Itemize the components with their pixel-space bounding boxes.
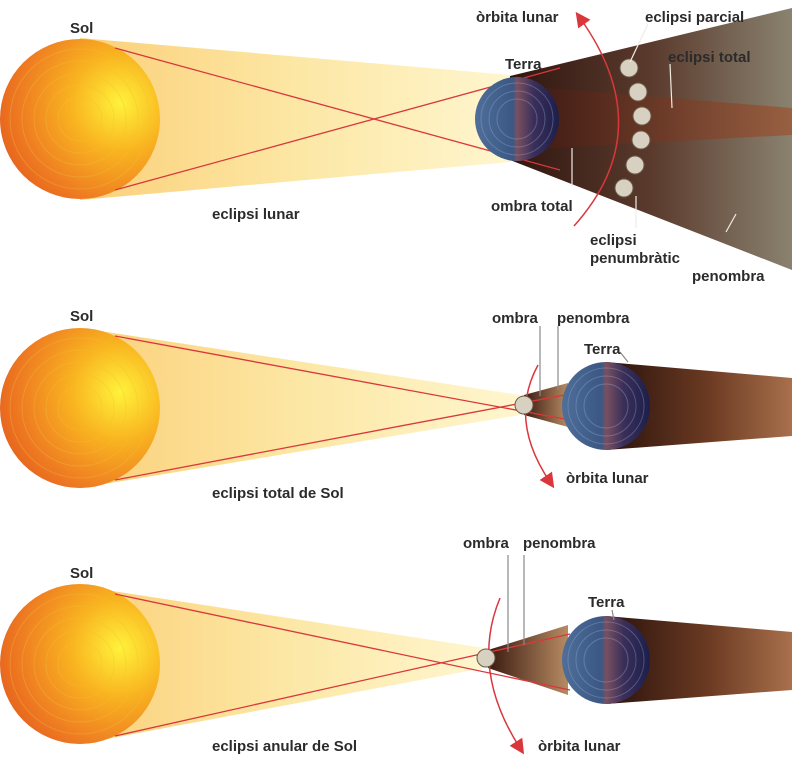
sun-label: Sol (70, 308, 93, 325)
penumbral-eclipse-label-2: penumbràtic (590, 250, 680, 267)
orbit-label: òrbita lunar (538, 738, 621, 755)
penumbra-label: penombra (523, 535, 596, 552)
moon (476, 648, 496, 668)
ray-lower (114, 393, 571, 481)
ray-upper (114, 593, 571, 691)
earth-texture (480, 82, 554, 156)
moon-shadow-cone (524, 383, 568, 427)
ray-lower (114, 67, 561, 191)
sun-label: Sol (70, 20, 93, 37)
sun-texture (9, 593, 151, 735)
leader-lines (539, 326, 629, 396)
earth-shadow (606, 616, 792, 704)
orbit-label: òrbita lunar (476, 9, 559, 26)
penumbral-eclipse-label-1: eclipsi (590, 232, 637, 249)
umbra-label: ombra (492, 310, 539, 327)
ray-upper (114, 335, 571, 421)
moon (619, 58, 639, 78)
umbra-label: ombra total (491, 198, 573, 215)
penumbra-label: penombra (692, 268, 765, 285)
panel-annular-solar-eclipse: Sol eclipsi anular de Sol ombra penombra… (0, 535, 792, 755)
moon-shadow-cone (488, 625, 568, 695)
umbra-label: ombra (463, 535, 510, 552)
lunar-orbit (573, 11, 620, 227)
leader-lines (571, 23, 737, 233)
sun-texture (9, 337, 151, 479)
light-beam (80, 328, 520, 488)
earth-texture (567, 621, 645, 699)
ray-upper (114, 47, 561, 171)
earth-label: Terra (505, 56, 542, 73)
moon (614, 178, 634, 198)
earth-label: Terra (584, 341, 621, 358)
earth-shadow (606, 362, 792, 450)
moon (625, 155, 645, 175)
moon (628, 82, 648, 102)
total-eclipse-label: eclipsi total (668, 49, 751, 66)
leader-lines (507, 555, 615, 652)
earth-texture (567, 367, 645, 445)
moon (631, 130, 651, 150)
ray-lower (114, 633, 571, 737)
partial-eclipse-label: eclipsi parcial (645, 9, 744, 26)
earth (562, 616, 650, 704)
panel-lunar-eclipse: Sol eclipsi lunar Terra òrbita lunar ecl… (0, 8, 792, 285)
penumbra-label: penombra (557, 310, 630, 327)
moon (514, 395, 534, 415)
sun-label: Sol (70, 565, 93, 582)
earth (475, 77, 559, 161)
sun (0, 328, 160, 488)
lunar-orbit (524, 364, 555, 489)
orbit-label: òrbita lunar (566, 470, 649, 487)
moon-positions (614, 58, 652, 198)
light-beam (80, 586, 484, 744)
sun (0, 39, 160, 199)
earth-label: Terra (588, 594, 625, 611)
caption-lunar: eclipsi lunar (212, 206, 300, 223)
caption-annular-solar: eclipsi anular de Sol (212, 738, 357, 755)
caption-total-solar: eclipsi total de Sol (212, 485, 344, 502)
lunar-orbit (488, 597, 525, 755)
sun-texture (9, 48, 151, 190)
light-beam (80, 38, 510, 200)
earth (562, 362, 650, 450)
sun (0, 584, 160, 744)
moon (632, 106, 652, 126)
panel-total-solar-eclipse: Sol eclipsi total de Sol ombra penombra … (0, 308, 792, 502)
